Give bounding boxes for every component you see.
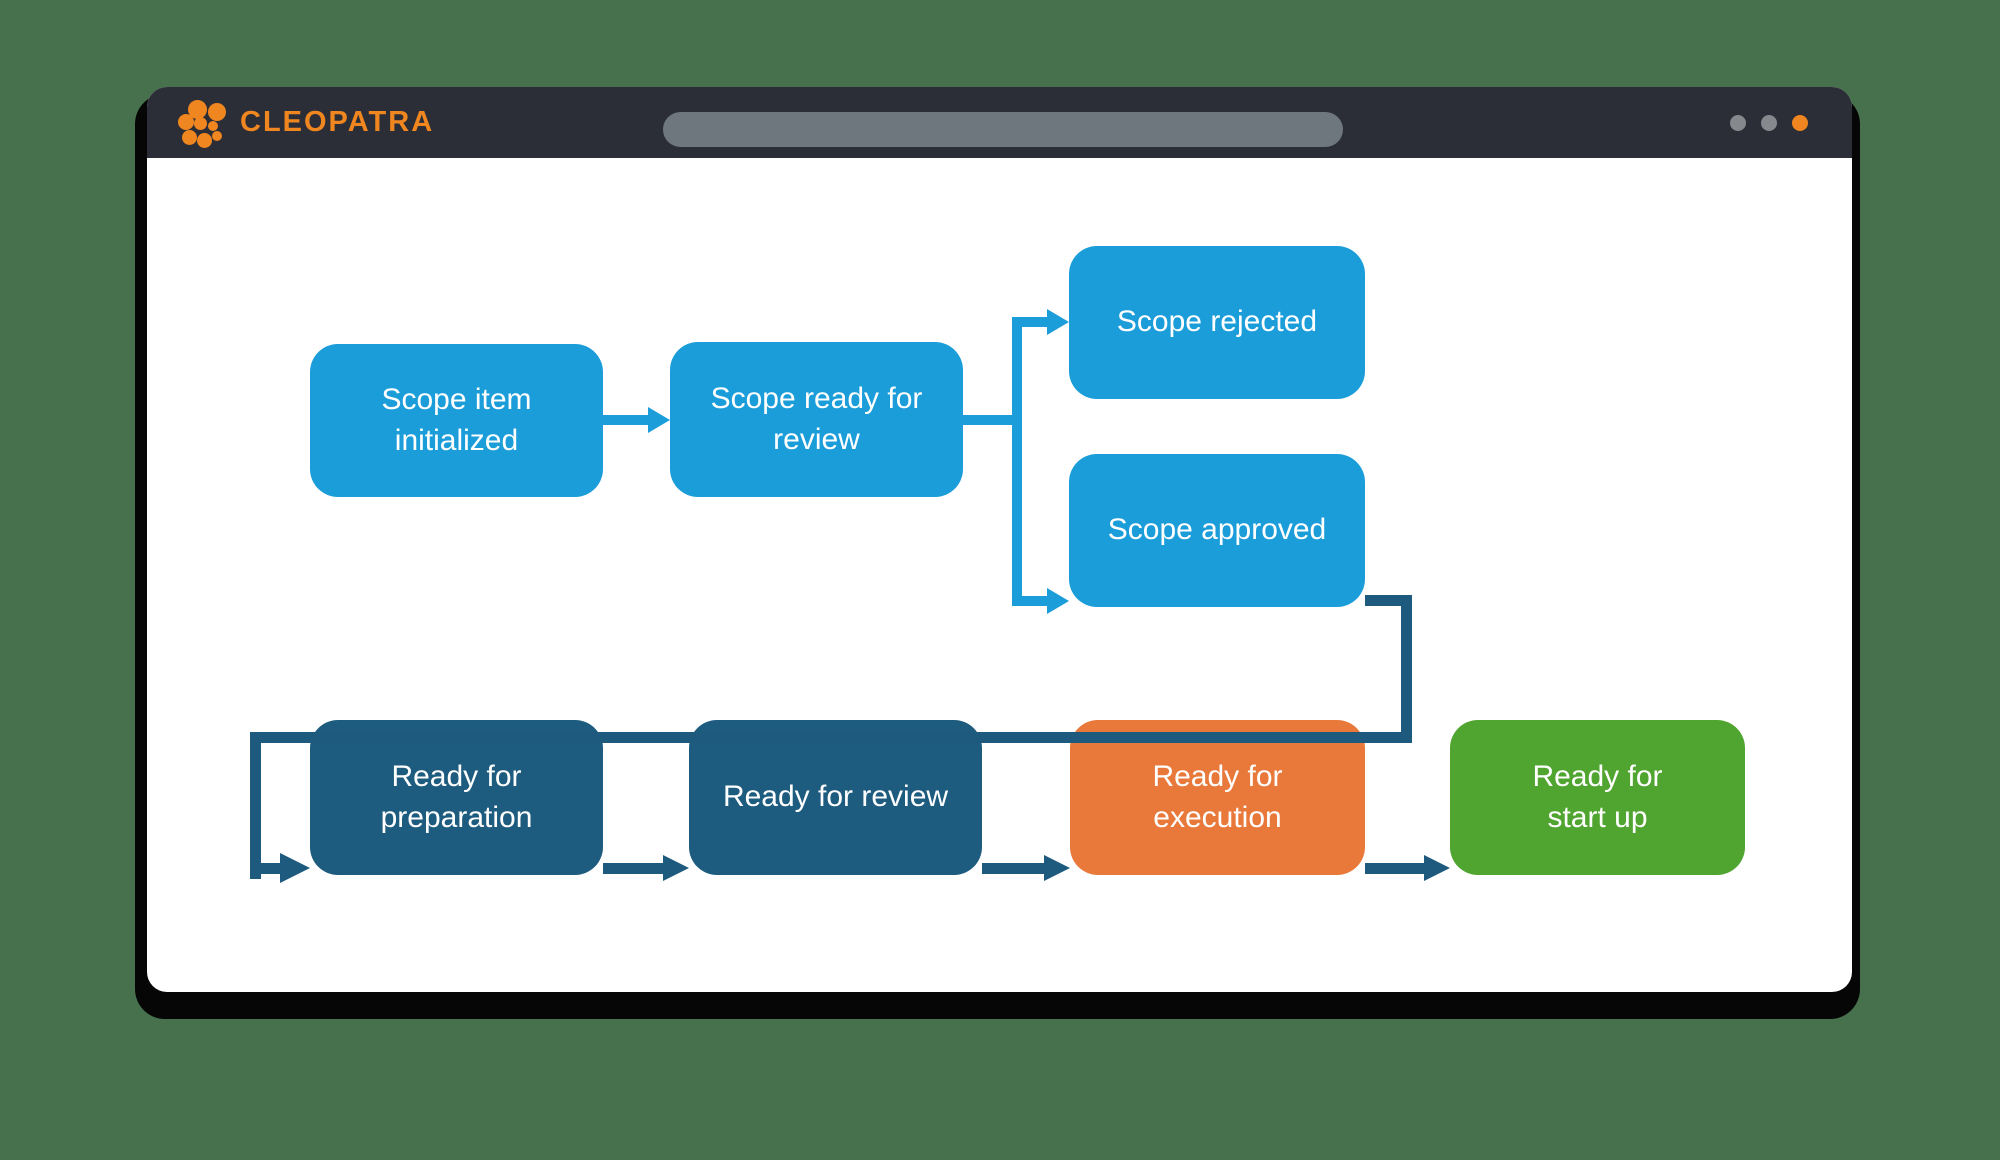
edge-junction-to-rejected (1017, 317, 1048, 327)
close-button[interactable] (1792, 115, 1808, 131)
minimize-button[interactable] (1730, 115, 1746, 131)
arrowhead-rejected (1047, 309, 1069, 335)
edge-junction-vertical (1012, 317, 1022, 606)
browser-window: CLEOPATRA Scope item initialized Scope r… (147, 87, 1852, 992)
arrowhead-init-to-review (648, 407, 670, 433)
edge-review-to-junction (963, 415, 1022, 425)
brand: CLEOPATRA (178, 87, 434, 158)
node-scope-approved[interactable]: Scope approved (1069, 454, 1365, 607)
edge-long-horizontal (250, 732, 1412, 743)
edge-approved-down (1401, 595, 1412, 743)
url-bar[interactable] (663, 112, 1343, 147)
node-scope-rejected[interactable]: Scope rejected (1069, 246, 1365, 399)
edge-into-preparation (250, 863, 281, 874)
node-scope-ready-for-review[interactable]: Scope ready for review (670, 342, 963, 497)
brand-name: CLEOPATRA (240, 106, 435, 138)
browser-titlebar: CLEOPATRA (147, 87, 1852, 158)
node-scope-item-initialized[interactable]: Scope item initialized (310, 344, 603, 497)
arrowhead-review (663, 855, 689, 881)
arrowhead-execution (1044, 855, 1070, 881)
workflow-diagram: Scope item initialized Scope ready for r… (147, 158, 1852, 992)
arrowhead-startup (1424, 855, 1450, 881)
window-controls (1730, 115, 1808, 131)
edge-junction-to-approved (1017, 596, 1048, 606)
edge-execution-to-startup (1365, 863, 1425, 874)
edge-left-down (250, 732, 261, 879)
node-ready-for-start-up[interactable]: Ready for start up (1450, 720, 1745, 875)
arrowhead-preparation (280, 853, 310, 883)
arrowhead-approved (1047, 588, 1069, 614)
node-ready-for-preparation[interactable]: Ready for preparation (310, 720, 603, 875)
node-ready-for-review[interactable]: Ready for review (689, 720, 982, 875)
edge-review-to-execution (982, 863, 1045, 874)
node-ready-for-execution[interactable]: Ready for execution (1070, 720, 1365, 875)
edge-prep-to-review (603, 863, 664, 874)
edge-approved-out (1365, 595, 1412, 606)
cleopatra-logo-icon (178, 98, 226, 148)
maximize-button[interactable] (1761, 115, 1777, 131)
edge-init-to-review (603, 415, 649, 425)
